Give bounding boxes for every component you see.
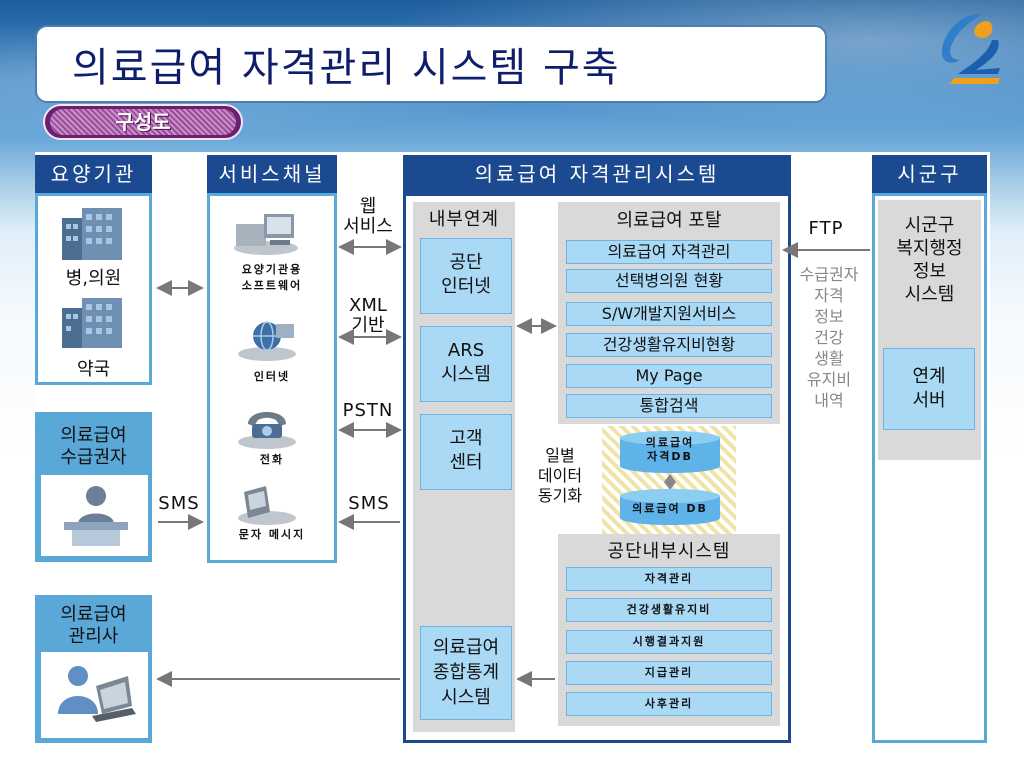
sms-channel-label: 문자 메시지 [238, 528, 306, 541]
portal-item-health-allowance[interactable]: 건강생활유지비현황 [566, 333, 772, 357]
district-header: 시군구 [872, 155, 987, 193]
system-header: 의료급여 자격관리시스템 [403, 155, 791, 193]
manager-label: 의료급여 관리사 [60, 604, 127, 647]
link-server-box: 연계 서버 [883, 348, 975, 430]
recipient-label: 의료급여 수급권자 [60, 425, 127, 468]
database-icon [620, 431, 720, 525]
tag-pill-label: 구성도 [115, 110, 171, 134]
portal-item-hospital-status[interactable]: 선택병의원 현황 [566, 269, 772, 293]
logo-icon [941, 13, 1000, 84]
ftp-label: FTP [808, 218, 844, 239]
care-header: 요양기관 [35, 155, 152, 193]
portal-item-qualification[interactable]: 의료급여 자격관리 [566, 240, 772, 264]
medical-db-label: 의료급여 DB [632, 502, 708, 515]
district-system-label: 시군구 복지행정 정보 시스템 [896, 215, 963, 305]
service-header: 서비스채널 [207, 155, 337, 193]
nhis-item-followup[interactable]: 사후관리 [566, 692, 772, 716]
nhis-internet-box: 공단 인터넷 [420, 238, 512, 314]
portal-header: 의료급여 포탈 [616, 210, 722, 231]
phone-channel-label: 전화 [259, 453, 285, 466]
portal-item-mypage[interactable]: My Page [566, 364, 772, 388]
internal-header: 내부연계 [428, 209, 500, 230]
pharmacy-building-icon [62, 298, 122, 348]
person-at-desk-icon [64, 486, 128, 546]
portal-item-search[interactable]: 통합검색 [566, 394, 772, 418]
pharmacy-label: 약국 [76, 359, 111, 380]
globe-icon [238, 321, 296, 361]
nhis-item-payment[interactable]: 지급관리 [566, 661, 772, 685]
stats-system-box: 의료급여 종합통계 시스템 [420, 626, 512, 720]
portal-item-sw-support[interactable]: S/W개발지원서비스 [566, 302, 772, 326]
computer-icon [234, 214, 298, 255]
sms-label-right: SMS [348, 493, 390, 514]
mobile-icon [238, 486, 296, 525]
qualification-db-label: 의료급여 자격DB [645, 436, 695, 463]
xml-label: XML 기반 [349, 295, 387, 336]
nhis-item-health-allowance[interactable]: 건강생활유지비 [566, 598, 772, 622]
web-service-label: 웹 서비스 [343, 196, 393, 237]
pstn-label: PSTN [342, 400, 394, 421]
nhis-header: 공단내부시스템 [607, 541, 731, 562]
hospital-label: 병,의원 [65, 268, 122, 289]
sync-label: 일별 데이터 동기화 [537, 446, 583, 505]
tag-pill-pattern [50, 109, 236, 135]
page-title: 의료급여 자격관리 시스템 구축 [72, 45, 621, 91]
customer-center-box: 고객 센터 [420, 414, 512, 490]
nhis-item-result-support[interactable]: 시행결과지원 [566, 630, 772, 654]
telephone-icon [238, 412, 296, 449]
ftp-data-note: 수급권자 자격 정보 건강 생활 유지비 내역 [799, 265, 859, 410]
software-channel-label: 요양기관용 소프트웨어 [241, 263, 303, 292]
person-with-laptop-icon [58, 666, 136, 722]
sms-label-left: SMS [158, 493, 200, 514]
ars-system-box: ARS 시스템 [420, 326, 512, 402]
internet-channel-label: 인터넷 [253, 370, 291, 383]
hospital-building-icon [62, 208, 122, 260]
title-box [35, 25, 827, 103]
nhis-item-qualification[interactable]: 자격관리 [566, 567, 772, 591]
